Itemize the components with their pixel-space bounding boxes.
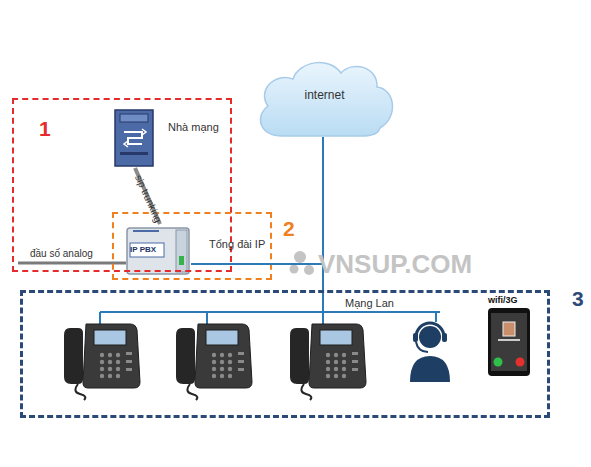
pbx-case xyxy=(127,228,189,274)
server-icon xyxy=(115,110,153,166)
lan-drop xyxy=(322,290,324,312)
device-label: IP PBX xyxy=(130,245,156,254)
callout-number: 1 xyxy=(39,117,51,141)
operator-icon xyxy=(410,323,450,382)
watermark: VNSUP.COM xyxy=(318,249,472,280)
lan-bus xyxy=(100,311,440,313)
pbx-led xyxy=(179,256,184,265)
smartphone: wifi/3G xyxy=(488,295,538,383)
network-label: Mạng Lan xyxy=(345,297,394,309)
caller-photo xyxy=(503,322,515,336)
connector-line xyxy=(322,137,324,290)
server-bay xyxy=(120,114,148,122)
lan-drop xyxy=(435,312,437,322)
headset-mic xyxy=(416,342,428,352)
watermark-icon xyxy=(290,265,299,274)
headset-ear xyxy=(442,333,447,342)
connector-line xyxy=(135,168,160,224)
watermark-icon xyxy=(304,265,314,275)
line-label: đầu số analog xyxy=(30,248,93,259)
pbx-region: 2IP PBXTổng đài IP xyxy=(112,212,272,280)
watermark-icon xyxy=(294,251,306,263)
pbx-panel xyxy=(176,230,187,272)
watermark-icon xyxy=(290,251,315,275)
ip-pbx: IP PBXTổng đài IP xyxy=(125,224,191,276)
device-label: wifi/3G xyxy=(488,295,518,305)
desk-phone xyxy=(64,324,140,400)
operator-head xyxy=(419,326,441,348)
edge-label: sip trunking xyxy=(133,173,164,224)
lan-wiring xyxy=(100,290,440,326)
pbx-label-plate xyxy=(130,243,164,257)
server-slot xyxy=(120,152,148,155)
node-label: internet xyxy=(252,88,397,102)
server-mark xyxy=(142,129,146,135)
desk-phone xyxy=(176,324,252,400)
provider-server: Nhà mạng xyxy=(113,108,213,168)
pbx-device xyxy=(127,228,189,274)
internet-cloud: internet xyxy=(252,55,397,137)
decline-button xyxy=(516,358,525,367)
caller-line xyxy=(498,339,520,341)
server-case xyxy=(115,110,153,166)
connector-line xyxy=(191,264,323,290)
smartphone-case xyxy=(488,308,530,376)
server-mark xyxy=(124,141,128,147)
callout-number: 2 xyxy=(283,217,295,241)
headset-ear xyxy=(413,333,418,342)
headset-band xyxy=(416,323,444,337)
smartphone-icon xyxy=(488,308,530,376)
smartphone-screen xyxy=(491,313,527,371)
node-label: Nhà mạng xyxy=(168,121,219,133)
answer-button xyxy=(494,358,503,367)
desk-phone xyxy=(290,324,366,400)
analog-wire xyxy=(18,262,126,265)
operator-body xyxy=(410,356,450,382)
node-label: Tổng đài IP xyxy=(209,238,265,250)
pbx-stripe xyxy=(133,230,159,232)
lan-region: 3Mạng Lanwifi/3G xyxy=(20,290,550,418)
provider-region: 1 Nhà mạng xyxy=(12,98,232,272)
callout-number: 3 xyxy=(572,287,584,311)
